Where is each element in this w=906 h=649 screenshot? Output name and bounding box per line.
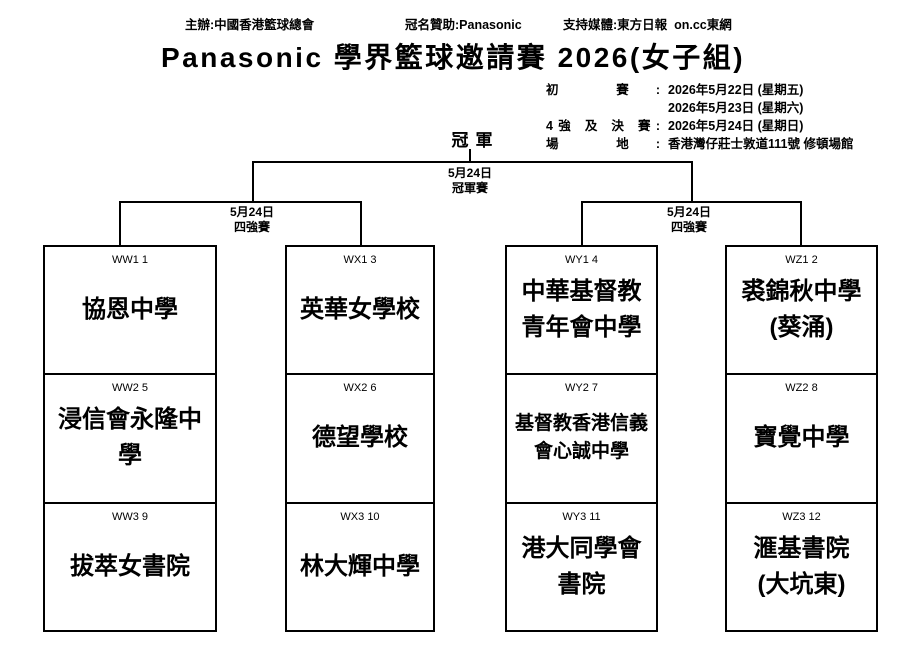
final-match-date: 5月24日 [447, 166, 493, 180]
team-code: WX3 10 [340, 510, 380, 523]
team-code: WW2 5 [111, 382, 149, 395]
team-cell: WX1 3 英華女學校 [287, 247, 433, 373]
schedule-label: 初 賽: [546, 82, 660, 97]
schedule-info: 初 賽: 2026年5月22日 (星期五) 2026年5月23日 (星期六) 4… [546, 79, 896, 151]
final-match-name: 冠軍賽 [451, 181, 488, 195]
team-name: 英華女學校 [300, 296, 420, 324]
bracket-line-semi-right-drop1 [581, 201, 583, 247]
team-cell: WX2 6 德望學校 [287, 373, 433, 501]
team-code: WY1 4 [564, 254, 598, 266]
schedule-row: 2026年5月23日 (星期六) [546, 97, 896, 115]
semifinal-right-date: 5月24日 [666, 205, 712, 219]
team-name: 協恩中學 [82, 296, 178, 324]
schedule-label: 4強 及 決 賽: [546, 118, 660, 133]
team-code: WX1 3 [343, 254, 377, 266]
team-cell: WW2 5 浸信會永隆中 學 [45, 373, 215, 501]
team-name: 拔萃女書院 [70, 552, 190, 580]
team-cell: WZ2 8 寶覺中學 [727, 373, 876, 501]
schedule-row: 4強 及 決 賽: 2026年5月24日 (星期日) [546, 115, 896, 133]
bracket-column-wx: WX1 3 英華女學校 WX2 6 德望學校 WX3 10 林大輝中學 [285, 245, 435, 632]
team-code: WY2 7 [564, 382, 598, 395]
team-name: 寶覺中學 [753, 424, 850, 452]
bracket-line-semi-left-horizontal [119, 201, 362, 203]
page-title: Panasonic 學界籃球邀請賽 2026(女子組) [160, 42, 746, 73]
semifinal-left-name: 四強賽 [233, 220, 270, 234]
team-code: WZ3 12 [782, 510, 821, 523]
team-cell: WZ1 2 裘錦秋中學 (葵涌) [727, 247, 876, 373]
team-cell: WX3 10 林大輝中學 [287, 501, 433, 630]
schedule-value: 2026年5月24日 (星期日) [668, 118, 804, 133]
team-cell: WZ3 12 滙基書院 (大坑東) [727, 501, 876, 630]
bracket-column-wy: WY1 4 中華基督教 青年會中學 WY2 7 基督教香港信義 會心誠中學 WY… [505, 245, 658, 632]
bracket-line-semi-left-drop2 [360, 201, 362, 247]
schedule-value: 2026年5月22日 (星期五) [668, 82, 804, 97]
team-code: WW1 1 [111, 254, 149, 266]
team-name: 裘錦秋中學 (葵涌) [741, 278, 862, 342]
semifinal-right-name: 四強賽 [670, 220, 707, 234]
team-code: WZ2 8 [785, 382, 818, 395]
bracket-column-wz: WZ1 2 裘錦秋中學 (葵涌) WZ2 8 寶覺中學 WZ3 12 滙基書院 … [725, 245, 878, 632]
team-name: 基督教香港信義 會心誠中學 [514, 412, 648, 463]
schedule-label: 場 地: [546, 136, 660, 151]
schedule-row: 初 賽: 2026年5月22日 (星期五) [546, 79, 896, 97]
team-name: 中華基督教 青年會中學 [521, 278, 642, 342]
team-cell: WY1 4 中華基督教 青年會中學 [507, 247, 656, 373]
final-match-label: 5月24日 冠軍賽 [418, 166, 522, 196]
team-cell: WW3 9 拔萃女書院 [45, 501, 215, 630]
team-code: WZ1 2 [785, 254, 818, 266]
team-name: 德望學校 [312, 424, 408, 452]
bracket-line-final-horizontal [252, 161, 693, 163]
semifinal-left-date: 5月24日 [229, 205, 275, 219]
team-cell: WW1 1 協恩中學 [45, 247, 215, 373]
organizer-credit: 主辦:中國香港籃球總會 [185, 18, 315, 32]
schedule-row: 場 地: 香港灣仔莊士敦道111號 修頓場館 [546, 133, 896, 151]
team-cell: WY2 7 基督教香港信義 會心誠中學 [507, 373, 656, 501]
team-code: WX2 6 [343, 382, 377, 395]
bracket-line-semi-left-drop1 [119, 201, 121, 247]
bracket-column-ww: WW1 1 協恩中學 WW2 5 浸信會永隆中 學 WW3 9 拔萃女書院 [43, 245, 217, 632]
bracket-line-semi-right-drop2 [800, 201, 802, 247]
team-name: 港大同學會 書院 [521, 534, 642, 598]
team-code: WY3 11 [562, 510, 601, 523]
bracket-line-semi-right-horizontal [581, 201, 802, 203]
bracket-line-final-right-drop [691, 161, 693, 203]
schedule-value: 2026年5月23日 (星期六) [668, 100, 804, 115]
media-credit: 支持媒體:東方日報 on.cc東網 [563, 18, 732, 32]
title-sponsor-credit: 冠名贊助:Panasonic [405, 18, 522, 32]
bracket-line-champion-stem [469, 149, 471, 163]
team-code: WW3 9 [111, 510, 149, 523]
bracket-line-final-left-drop [252, 161, 254, 203]
schedule-value: 香港灣仔莊士敦道111號 修頓場館 [668, 136, 854, 151]
team-name: 滙基書院 (大坑東) [753, 534, 850, 598]
team-name: 林大輝中學 [300, 552, 420, 580]
semifinal-right-label: 5月24日 四強賽 [637, 205, 741, 235]
semifinal-left-label: 5月24日 四強賽 [200, 205, 304, 235]
team-cell: WY3 11 港大同學會 書院 [507, 501, 656, 630]
champion-label: 冠軍 [451, 131, 500, 150]
team-name: 浸信會永隆中 學 [58, 406, 202, 470]
